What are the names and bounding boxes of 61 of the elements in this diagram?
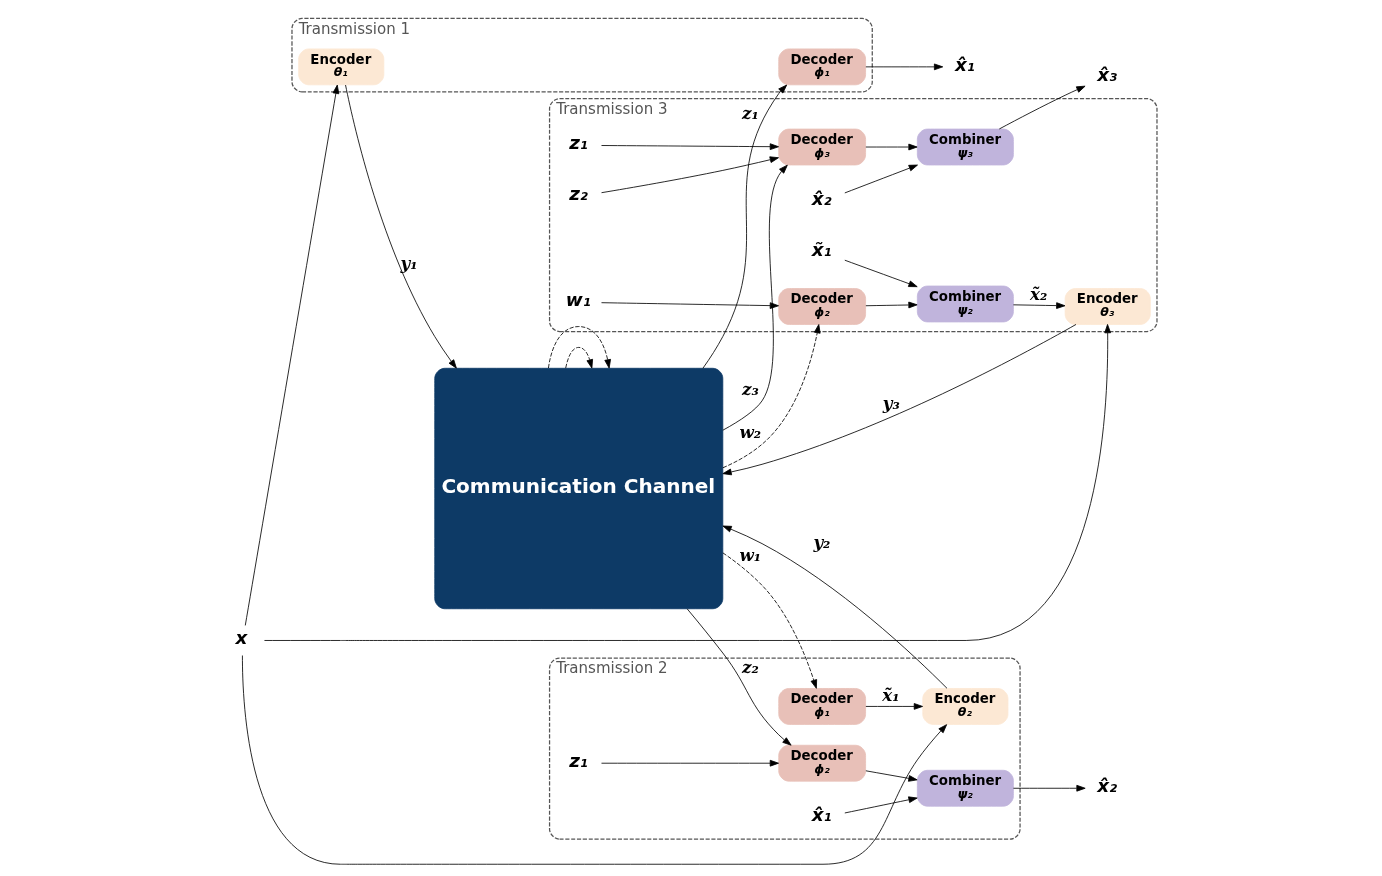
- node-box: Combiner ψ₂: [916, 769, 1014, 807]
- node-text: x: [235, 627, 247, 649]
- arrow: [263, 324, 1111, 641]
- edge-label: y₁: [400, 252, 418, 273]
- node-text: z₁: [568, 132, 588, 154]
- edge-label: w₁: [739, 545, 761, 566]
- edge-label: z₃: [741, 379, 759, 399]
- arrow: [864, 301, 918, 309]
- arrow: [702, 84, 787, 369]
- node-box: Combiner ψ₃: [916, 128, 1014, 166]
- edge-label: x̃₁: [881, 684, 900, 705]
- node-box: Decoder ϕ₂: [777, 288, 866, 325]
- arrow: [864, 703, 923, 710]
- arrow: [843, 259, 918, 288]
- arrow: [241, 655, 947, 865]
- arrow: [600, 143, 779, 150]
- arrow: [244, 84, 339, 626]
- arrow: [722, 324, 821, 469]
- edge-label: z₂: [741, 657, 759, 678]
- node-text: x̂₁: [954, 53, 975, 75]
- arrow: [721, 552, 817, 689]
- arrow: [600, 759, 779, 767]
- arrow: [721, 324, 1076, 476]
- arrow: [721, 164, 788, 431]
- edge-label: x̃₂: [1029, 283, 1047, 304]
- arrow: [600, 156, 779, 194]
- arrow: [686, 608, 792, 746]
- arrow: [564, 347, 593, 369]
- arrow: [600, 302, 779, 309]
- node-box: Decoder ϕ₁: [777, 48, 866, 86]
- node-box: Encoder θ₂: [921, 688, 1008, 725]
- arrow: [1012, 784, 1086, 792]
- edge-label: w₂: [739, 422, 761, 443]
- edge-label: y₂: [812, 531, 830, 552]
- arrow: [722, 525, 947, 689]
- node-box: Decoder ϕ₁: [777, 688, 866, 725]
- arrow: [547, 326, 611, 369]
- arrow: [344, 84, 457, 369]
- arrow: [998, 85, 1085, 130]
- node-box: Communication Channel: [433, 367, 723, 610]
- node-box: Encoder θ₁: [297, 48, 384, 86]
- arrow: [864, 770, 918, 782]
- arrow: [864, 143, 918, 151]
- edge-label: z₁: [741, 103, 759, 124]
- node-box: Decoder ϕ₃: [777, 128, 866, 166]
- node-box: Combiner ψ₂: [916, 285, 1014, 323]
- node-text: x̃₁: [811, 239, 832, 261]
- node-box: Encoder θ₃: [1064, 288, 1151, 325]
- node-text: z₁: [568, 750, 588, 772]
- arrow: [864, 63, 943, 71]
- arrow: [1012, 302, 1065, 309]
- node-text: z₂: [568, 183, 588, 205]
- node-box: Decoder ϕ₂: [777, 744, 866, 782]
- node-text: x̂₂: [811, 188, 832, 210]
- node-text: x̂₂: [1096, 775, 1117, 797]
- node-text: x̂₁: [811, 804, 832, 826]
- arrow: [843, 796, 918, 814]
- node-text: x̂₃: [1096, 63, 1117, 85]
- arrow: [843, 164, 918, 194]
- edge-label: y₃: [882, 393, 900, 414]
- node-text: w₁: [565, 289, 591, 311]
